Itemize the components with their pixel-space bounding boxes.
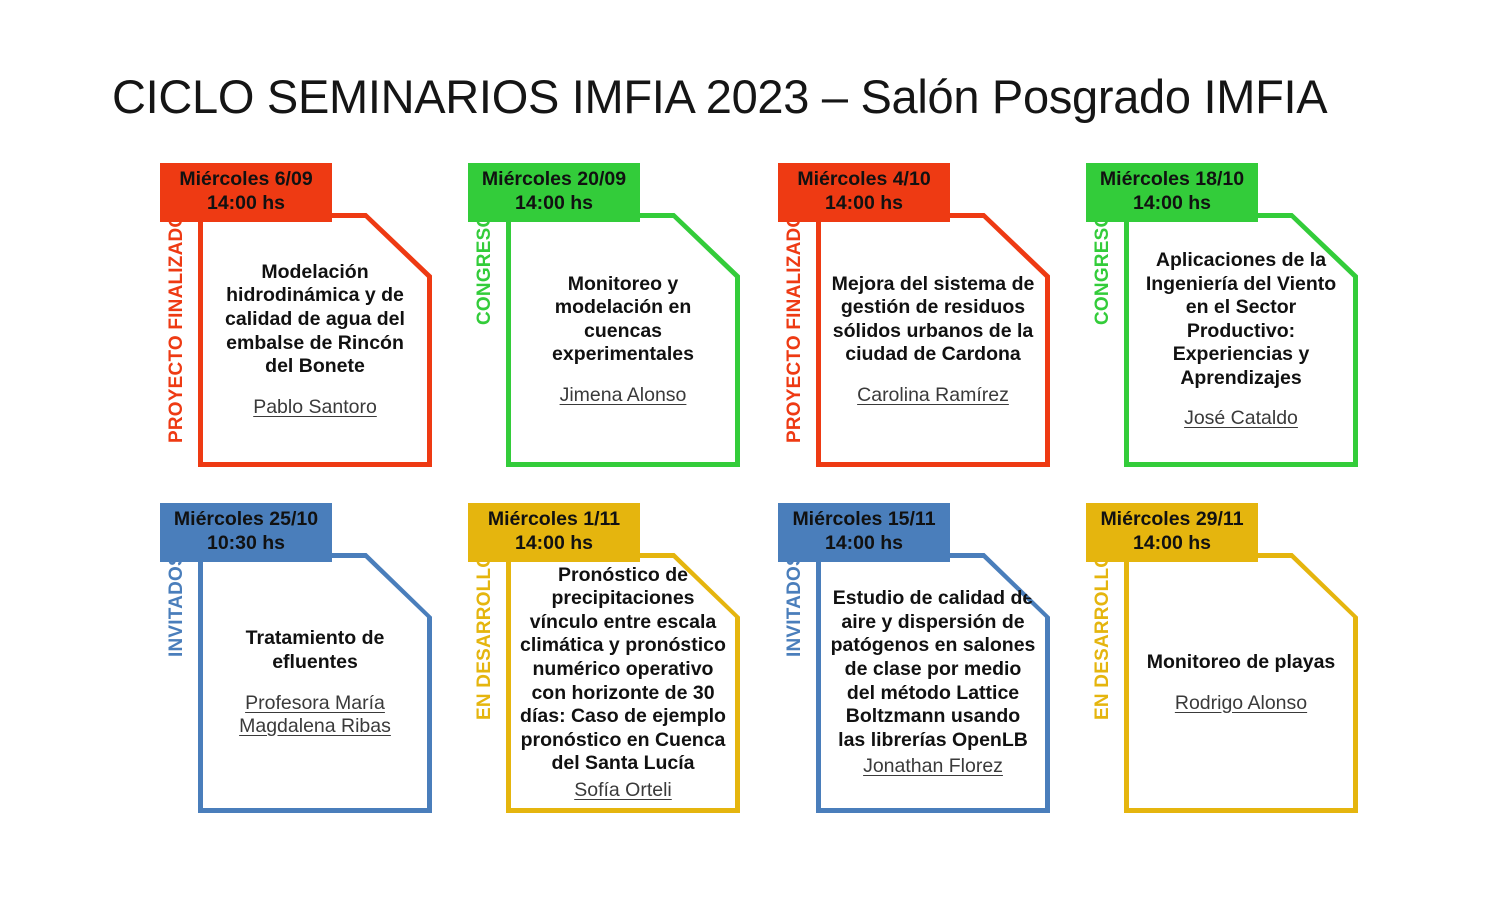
page-title: CICLO SEMINARIOS IMFIA 2023 – Salón Posg… — [112, 70, 1328, 124]
seminar-date: Miércoles 25/10 — [173, 508, 319, 530]
seminar-time: 14:00 hs — [514, 191, 594, 214]
seminar-date: Miércoles 20/09 — [481, 168, 627, 190]
seminar-category-label: EN DESARROLLO — [1092, 553, 1113, 721]
seminar-title: Tratamiento de efluentes — [245, 627, 385, 673]
seminar-speaker: José Cataldo — [1184, 407, 1298, 430]
seminar-card-body: Modelación hidrodinámica y de calidad de… — [198, 213, 432, 467]
seminar-card-content: Mejora del sistema de gestión de residuo… — [816, 213, 1050, 467]
seminar-speaker: Sofía Orteli — [574, 778, 672, 801]
seminar-speaker: Rodrigo Alonso — [1174, 691, 1308, 714]
seminar-time: 14:00 hs — [1132, 531, 1212, 554]
seminar-date: Miércoles 15/11 — [792, 508, 936, 530]
seminar-card-body: Aplicaciones de la Ingeniería del Viento… — [1124, 213, 1358, 467]
seminar-card-content: Estudio de calidad de aire y dispersión … — [816, 553, 1050, 813]
seminar-card-body: Mejora del sistema de gestión de residuo… — [816, 213, 1050, 467]
seminar-title: Pronóstico de precipitaciones vínculo en… — [520, 563, 726, 775]
seminar-date: Miércoles 18/10 — [1099, 168, 1245, 190]
seminar-title: Monitoreo de playas — [1146, 650, 1336, 673]
seminar-title: Modelación hidrodinámica y de calidad de… — [225, 260, 405, 378]
seminar-speaker: Jimena Alonso — [559, 383, 687, 406]
seminar-time: 14:00 hs — [824, 191, 904, 214]
seminar-card-content: Modelación hidrodinámica y de calidad de… — [198, 213, 432, 467]
seminar-card-body: Estudio de calidad de aire y dispersión … — [816, 553, 1050, 813]
seminar-time: 14:00 hs — [514, 531, 594, 554]
seminar-date: Miércoles 29/11 — [1100, 508, 1244, 530]
seminar-date: Miércoles 1/11 — [487, 508, 621, 530]
seminar-time: 14:00 hs — [1132, 191, 1212, 214]
seminar-card-content: Aplicaciones de la Ingeniería del Viento… — [1124, 213, 1358, 467]
seminar-card-content: Monitoreo y modelación en cuencas experi… — [506, 213, 740, 467]
seminar-category-label: CONGRESO — [1092, 213, 1113, 326]
seminar-speaker: Carolina Ramírez — [857, 383, 1009, 406]
seminar-speaker: Profesora María Magdalena Ribas — [239, 691, 391, 738]
seminar-time: 10:30 hs — [206, 531, 286, 554]
seminar-category-label: EN DESARROLLO — [474, 553, 495, 721]
seminar-category-label: PROYECTO FINALIZADO — [166, 213, 187, 444]
seminar-card-body: Monitoreo y modelación en cuencas experi… — [506, 213, 740, 467]
seminar-title: Monitoreo y modelación en cuencas experi… — [552, 272, 694, 366]
seminar-category-label: INVITADOS — [166, 553, 187, 657]
seminar-time: 14:00 hs — [206, 191, 286, 214]
seminar-card-body: Pronóstico de precipitaciones vínculo en… — [506, 553, 740, 813]
seminar-speaker: Jonathan Florez — [863, 755, 1003, 778]
seminar-time: 14:00 hs — [824, 531, 904, 554]
seminar-category-label: CONGRESO — [474, 213, 495, 326]
seminar-title: Mejora del sistema de gestión de residuo… — [831, 272, 1035, 366]
seminar-speaker: Pablo Santoro — [253, 395, 377, 418]
seminar-date: Miércoles 6/09 — [179, 168, 313, 190]
seminar-title: Estudio de calidad de aire y dispersión … — [830, 587, 1036, 751]
seminar-date: Miércoles 4/10 — [797, 168, 931, 190]
seminar-category-label: PROYECTO FINALIZADO — [784, 213, 805, 444]
seminar-category-label: INVITADOS — [784, 553, 805, 657]
seminar-card-content: Pronóstico de precipitaciones vínculo en… — [506, 553, 740, 813]
seminar-title: Aplicaciones de la Ingeniería del Viento… — [1145, 248, 1337, 389]
